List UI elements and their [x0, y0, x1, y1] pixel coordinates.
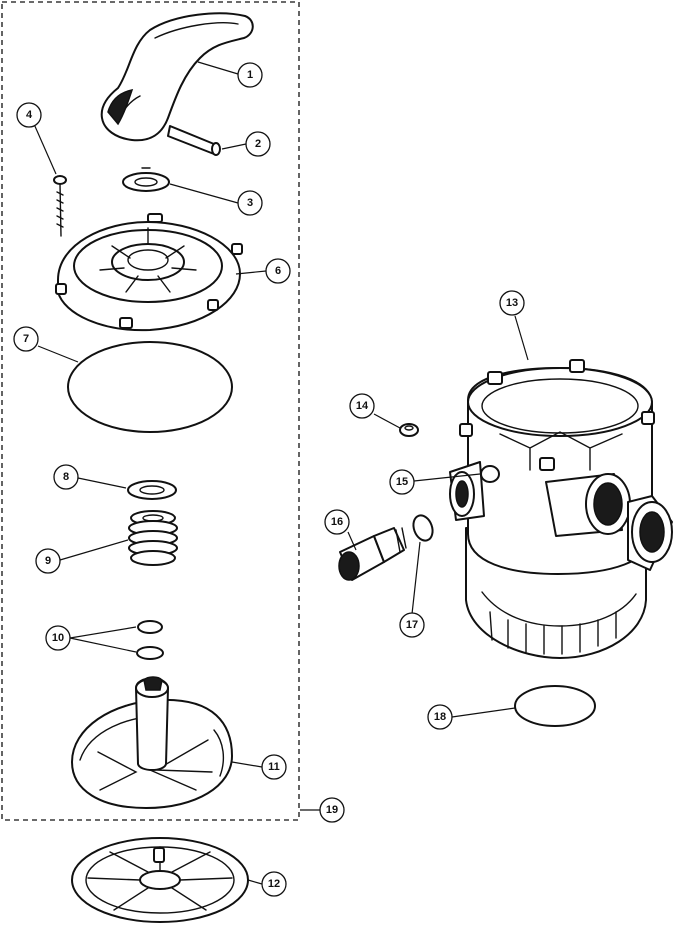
callout-12: 12 [261, 871, 287, 897]
callout-19: 19 [319, 797, 345, 823]
svg-text:16: 16 [331, 516, 343, 528]
valve-cover-part [55, 213, 243, 332]
sight-glass-o-ring-part [412, 514, 434, 542]
washer-part [122, 167, 170, 192]
svg-text:17: 17 [406, 619, 418, 631]
callout-18: 18 [427, 704, 453, 730]
svg-text:19: 19 [326, 804, 338, 816]
svg-text:9: 9 [45, 555, 51, 567]
spring-washer-part [127, 480, 177, 500]
svg-text:8: 8 [63, 471, 69, 483]
shaft-rings-part [136, 620, 164, 660]
callout-6: 6 [265, 258, 291, 284]
spider-gasket-part [71, 837, 249, 923]
cover-o-ring-part [67, 341, 233, 433]
callout-1: 1 [237, 62, 263, 88]
callout-3: 3 [237, 190, 263, 216]
svg-text:13: 13 [506, 297, 518, 309]
spring-part [128, 510, 178, 566]
rotor-diverter-part [71, 676, 233, 809]
svg-text:6: 6 [275, 265, 281, 277]
svg-text:4: 4 [26, 109, 33, 121]
callout-8: 8 [53, 464, 79, 490]
callout-7: 7 [13, 326, 39, 352]
callout-11: 11 [261, 754, 287, 780]
callout-9: 9 [35, 548, 61, 574]
svg-text:3: 3 [247, 197, 253, 209]
callout-16: 16 [324, 509, 350, 535]
callouts: 1 2 3 4 6 7 8 9 10 11 12 13 14 15 16 17 … [13, 62, 525, 897]
small-cap-part [399, 423, 419, 437]
svg-text:7: 7 [23, 333, 29, 345]
svg-text:12: 12 [268, 878, 280, 890]
svg-text:14: 14 [356, 400, 369, 412]
callout-13: 13 [499, 290, 525, 316]
handle-part [100, 12, 254, 142]
callout-4: 4 [16, 102, 42, 128]
svg-text:10: 10 [52, 632, 64, 644]
valve-body-part [449, 359, 673, 659]
sight-glass-part [338, 527, 407, 581]
screw-part [53, 175, 67, 237]
body-o-ring-part [514, 685, 596, 727]
svg-text:2: 2 [255, 138, 261, 150]
handle-pin-part [167, 125, 221, 156]
callout-10: 10 [45, 625, 71, 651]
callout-14: 14 [349, 393, 375, 419]
svg-text:11: 11 [268, 761, 280, 773]
callout-15: 15 [389, 469, 415, 495]
leader-lines [33, 61, 529, 885]
callout-17: 17 [399, 612, 425, 638]
svg-text:18: 18 [434, 711, 446, 723]
callout-2: 2 [245, 131, 271, 157]
svg-text:15: 15 [396, 476, 408, 488]
kit-outline-dashed-box [1, 1, 300, 821]
svg-text:1: 1 [247, 69, 253, 81]
